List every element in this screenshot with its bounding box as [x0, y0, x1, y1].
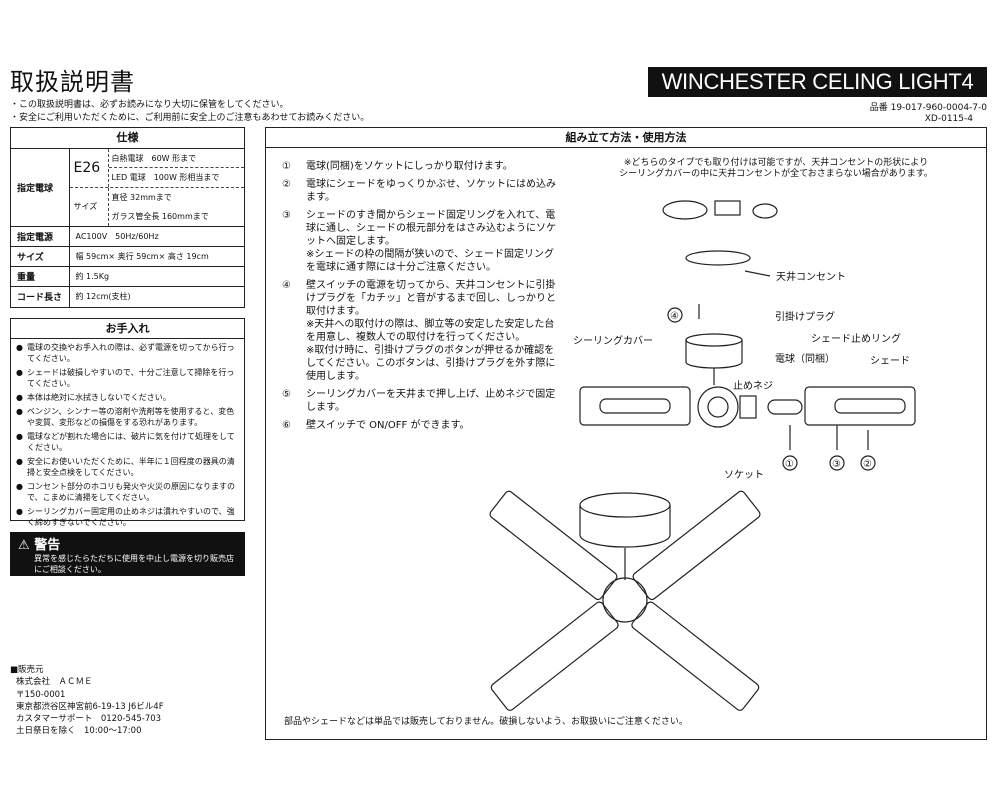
step: ④ 壁スイッチの電源を切ってから、天井コンセントに引掛けプラグを「カチッ」と音がす… [282, 279, 557, 383]
spec-key: サイズ [73, 202, 98, 211]
label-bulb: 電球（同梱） [775, 352, 835, 365]
label-cover: シーリングカバー [573, 334, 653, 347]
step: ① 電球(同梱)をソケットにしっかり取付けます。 [282, 160, 557, 173]
spec-key: 指定電源 [11, 226, 70, 247]
spec-key: サイズ [11, 246, 70, 267]
step-text: シェードのすき間からシェード固定リングを入れて、電球に通し、シェードの根元部分を… [306, 210, 556, 247]
diagram-note: ※どちらのタイプでも取り付けは可能ですが、天井コンセントの形状により [623, 158, 929, 168]
spec-value: LED 電球 100W 形相当まで [111, 173, 220, 182]
spec-value: 白熱電球 60W 形まで [108, 149, 244, 168]
outlet-types-icon [662, 200, 778, 220]
bulb-icon [767, 399, 803, 415]
assembled-light-icon [489, 490, 761, 711]
care-box: お手入れ 電球の交換やお手入れの際は、必ず電源を切ってから行ってください。 シェ… [10, 318, 245, 527]
vendor-support: カスタマーサポート 0120-545-703 [16, 714, 162, 725]
care-item: シェードは破損しやすいので、十分ご注意して掃除を行ってください。 [15, 367, 240, 389]
vendor-company: 株式会社 ＡＣＭＥ [16, 677, 93, 688]
footer-note: 部品やシェードなどは単品では販売しておりません。破損しないよう、お取扱いにご注意… [284, 717, 688, 727]
step: ③ シェードのすき間からシェード固定リングを入れて、電球に通し、シェードの根元部分… [282, 209, 557, 274]
document-title: 取扱説明書 [10, 68, 135, 96]
instructions-heading: 組み立て方法・使用方法 [266, 128, 986, 148]
step-number: ① [282, 161, 291, 172]
step-number: ⑤ [282, 389, 291, 400]
vendor-zip: 〒150-0001 [16, 689, 66, 700]
spec-key: 重量 [11, 266, 70, 287]
vendor-info: ■販売元 株式会社 ＡＣＭＥ 〒150-0001 東京都渋谷区神宮前6-19-1… [10, 664, 164, 738]
vendor-address: 東京都渋谷区神宮前6-19-13 J6ビル4F [16, 701, 164, 712]
step-text: 壁スイッチの電源を切ってから、天井コンセントに引掛けプラグを「カチッ」と音がする… [306, 280, 556, 317]
step-note: ※シェードの枠の間隔が狭いので、シェード固定リングを電球に通す際には十分ご注意く… [306, 249, 554, 273]
label-outlet: 天井コンセント [776, 270, 846, 283]
label-socket: ソケット [724, 469, 764, 481]
step-note: ※取付け時に、引掛けプラグのボタンが押せるか確認をしてください。このボタンは、引… [306, 345, 556, 382]
warning-triangle-icon: ⚠ [18, 538, 30, 553]
step: ② 電球にシェードをゆっくりかぶせ、ソケットにはめ込みます。 [282, 178, 557, 204]
step-number: ⑥ [282, 420, 291, 431]
step-number: ④ [282, 280, 291, 291]
label-shade: シェード [870, 356, 910, 367]
diagram-note: シーリングカバーの中に天井コンセントが全ておさまらない場合があります。 [619, 169, 933, 179]
ceiling-cover-icon [685, 333, 743, 369]
socket-type: E26 [73, 160, 101, 176]
care-item: ベンジン、シンナー等の溶剤や洗剤等を使用すると、変色や変質、変形などの損傷をする… [15, 406, 240, 428]
step-number: ③ [282, 210, 291, 221]
care-item: 電球などが割れた場合には、破片に気を付けて処理をしてください。 [15, 431, 240, 453]
warning-text: 異常を感じたらただちに使用を中止し電源を切り販売店にご相談ください。 [34, 554, 234, 574]
spec-value: 幅 59cm× 奥行 59cm× 高さ 19cm [69, 246, 244, 267]
care-item: 安全にお使いいただくために、半年に１回程度の器具の清掃と安全点検をしてください。 [15, 456, 240, 478]
vendor-hours: 土日祭日を除く 10:00〜17:00 [16, 726, 142, 737]
spec-value: 約 1.5Kg [69, 266, 244, 287]
left-shade-icon [579, 386, 691, 426]
label-plug: 引掛けプラグ [775, 310, 835, 323]
label-n3: ③ [832, 459, 841, 470]
right-shade-icon [804, 386, 916, 426]
care-heading: お手入れ [11, 319, 244, 339]
intro-note: ・この取扱説明書は、必ずお読みになり大切に保管をしてください。 [10, 100, 289, 110]
label-n2: ② [863, 459, 872, 470]
step-note: ※天井への取付けの際は、脚立等の安定した安定した台を用意し、複数人での取付けを行… [306, 319, 555, 343]
step-text: 壁スイッチで ON/OFF ができます。 [306, 420, 470, 431]
instructions-box: 組み立て方法・使用方法 ① 電球(同梱)をソケットにしっかり取付けます。 ② 電球に… [265, 127, 987, 740]
spec-value: 約 12cm(支柱) [69, 286, 244, 307]
label-ring: シェード止めリング [811, 332, 901, 345]
step-number: ② [282, 179, 291, 190]
product-name: WINCHESTER CELING LIGHT4 [648, 67, 987, 97]
care-item: コンセント部分のホコリも発火や火災の原因になりますので、こまめに清掃をしてくださ… [15, 481, 240, 503]
step-text: 電球にシェードをゆっくりかぶせ、ソケットにはめ込みます。 [306, 179, 556, 203]
spec-box: 仕様 指定電球 E26 白熱電球 60W 形まで LED 電球 100W 形相当… [10, 127, 245, 308]
spec-key: 指定電球 [11, 148, 70, 227]
ceiling-outlet-icon [685, 250, 751, 266]
label-n1: ① [785, 459, 794, 470]
step: ⑤ シーリングカバーを天井まで押し上げ、止めネジで固定します。 [282, 388, 557, 414]
spec-key: コード長さ [11, 286, 70, 307]
label-screw: 止めネジ [733, 380, 773, 392]
part-number: 品番 19-017-960-0004-7-0 [869, 103, 987, 113]
spec-value: AC100V 50Hz/60Hz [69, 226, 244, 247]
step-text: シーリングカバーを天井まで押し上げ、止めネジで固定します。 [306, 389, 556, 413]
model-number: XD-0115-4 [924, 114, 973, 124]
warning-heading: 警告 [34, 538, 61, 553]
spec-table: 指定電球 E26 白熱電球 60W 形まで LED 電球 100W 形相当まで … [11, 148, 244, 307]
warning-box: ⚠ 警告 異常を感じたらただちに使用を中止し電源を切り販売店にご相談ください。 [10, 532, 245, 576]
care-item: 本体は絶対に水拭きしないでください。 [15, 392, 240, 403]
step: ⑥ 壁スイッチで ON/OFF ができます。 [282, 419, 557, 432]
label-n4: ④ [670, 311, 679, 322]
intro-note: ・安全にご利用いただくために、ご利用前に安全上のご注意もあわせてお読みください。 [10, 113, 370, 123]
care-item: 電球の交換やお手入れの際は、必ず電源を切ってから行ってください。 [15, 342, 240, 364]
vendor-heading: ■販売元 [10, 665, 44, 675]
care-item: シーリングカバー固定用の止めネジは潰れやすいので、強く締めすぎないでください。 [15, 506, 240, 528]
spec-value: 直径 32mmまで [111, 193, 172, 202]
step-text: 電球(同梱)をソケットにしっかり取付けます。 [306, 161, 513, 172]
spec-value: ガラス管全長 160mmまで [111, 212, 209, 221]
spec-heading: 仕様 [116, 131, 139, 144]
